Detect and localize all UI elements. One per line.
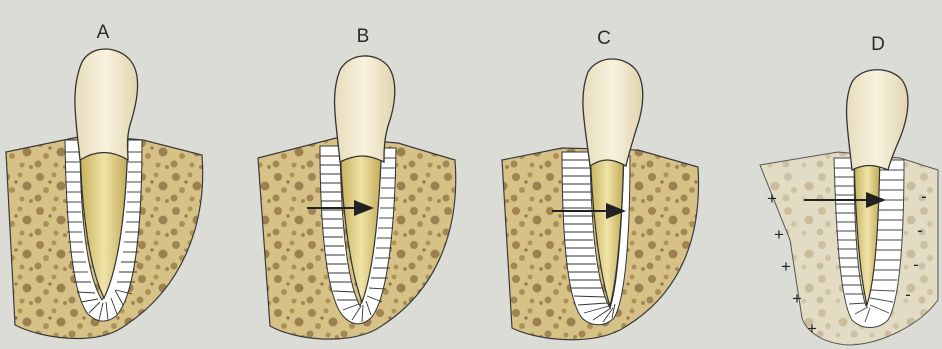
- plus-sign: +: [792, 289, 802, 308]
- panel-d: + + + + + - - - -: [760, 70, 938, 345]
- panel-label-d: D: [871, 34, 885, 55]
- crown-d: [847, 70, 908, 170]
- plus-sign: +: [781, 257, 791, 276]
- minus-sign: -: [917, 221, 923, 240]
- plus-sign: +: [807, 319, 817, 338]
- plus-sign: +: [767, 189, 777, 208]
- panel-label-b: B: [357, 26, 370, 47]
- panel-b: [258, 56, 456, 339]
- minus-sign: -: [921, 187, 927, 206]
- crown-a: [75, 49, 138, 160]
- panel-a: [6, 49, 203, 338]
- panel-label-a: A: [97, 22, 110, 43]
- plus-sign: +: [774, 225, 784, 244]
- minus-sign: -: [913, 255, 919, 274]
- minus-sign: -: [905, 285, 911, 304]
- panel-c: [502, 59, 699, 340]
- panel-label-c: C: [597, 28, 611, 49]
